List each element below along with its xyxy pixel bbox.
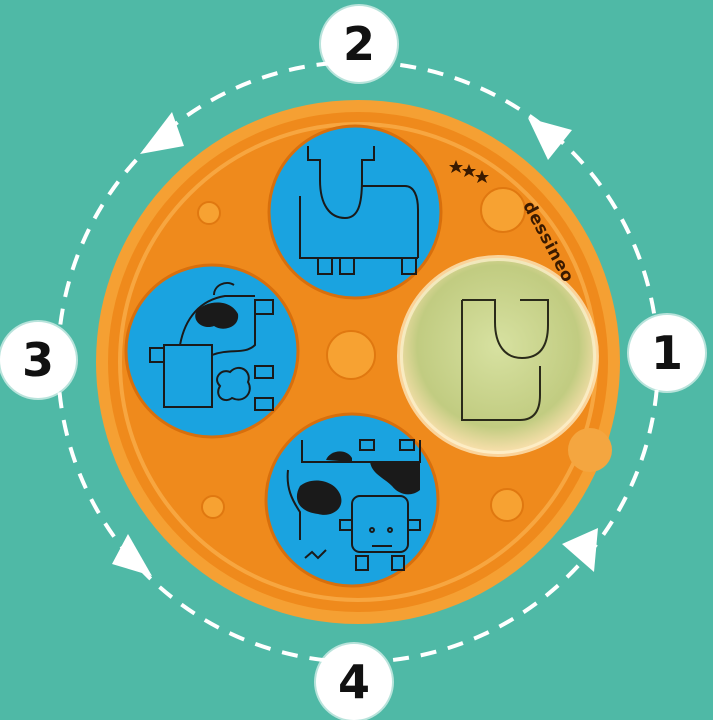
magnifier-lens xyxy=(397,255,599,457)
arrow-head-bottom-right xyxy=(562,528,598,572)
step-2-label: 2 xyxy=(342,17,375,71)
peg-top-left xyxy=(197,201,221,225)
step-2-badge: 2 xyxy=(321,6,397,82)
step-1-badge: 1 xyxy=(629,315,705,391)
peg-top-right xyxy=(480,187,526,233)
arrow-head-bottom-left xyxy=(112,534,152,576)
peg-edge-right xyxy=(568,428,612,472)
star-icon xyxy=(449,160,489,183)
step-4-badge: 4 xyxy=(316,644,392,720)
peg-bottom-left xyxy=(201,495,225,519)
step-4-label: 4 xyxy=(337,655,370,709)
step-1-label: 1 xyxy=(650,326,683,380)
arrow-head-top-right xyxy=(528,118,572,160)
step-3-badge: 3 xyxy=(0,322,76,398)
peg-bottom-right xyxy=(490,488,524,522)
cow-step-left xyxy=(124,263,300,439)
peg-center xyxy=(326,330,376,380)
cow-step-top xyxy=(267,124,443,300)
cow-step-bottom xyxy=(264,412,440,588)
step-3-label: 3 xyxy=(21,333,54,387)
arrow-head-top-left xyxy=(140,112,184,154)
